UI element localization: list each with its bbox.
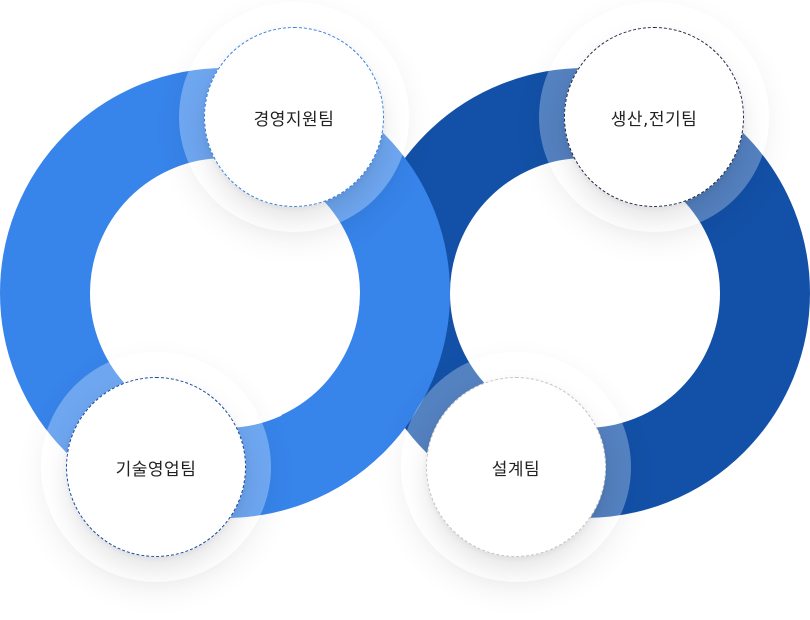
ring-junction-segment — [280, 289, 450, 497]
node-label: 설계팀 — [491, 459, 541, 480]
node-production-electrical: 생산,전기팀 — [564, 27, 744, 207]
node-management-support: 경영지원팀 — [204, 27, 384, 207]
node-design: 설계팀 — [426, 377, 606, 557]
node-label: 경영지원팀 — [253, 109, 335, 130]
node-label: 생산,전기팀 — [610, 109, 698, 130]
node-technical-sales: 기술영업팀 — [66, 377, 246, 557]
node-label: 기술영업팀 — [115, 459, 197, 480]
